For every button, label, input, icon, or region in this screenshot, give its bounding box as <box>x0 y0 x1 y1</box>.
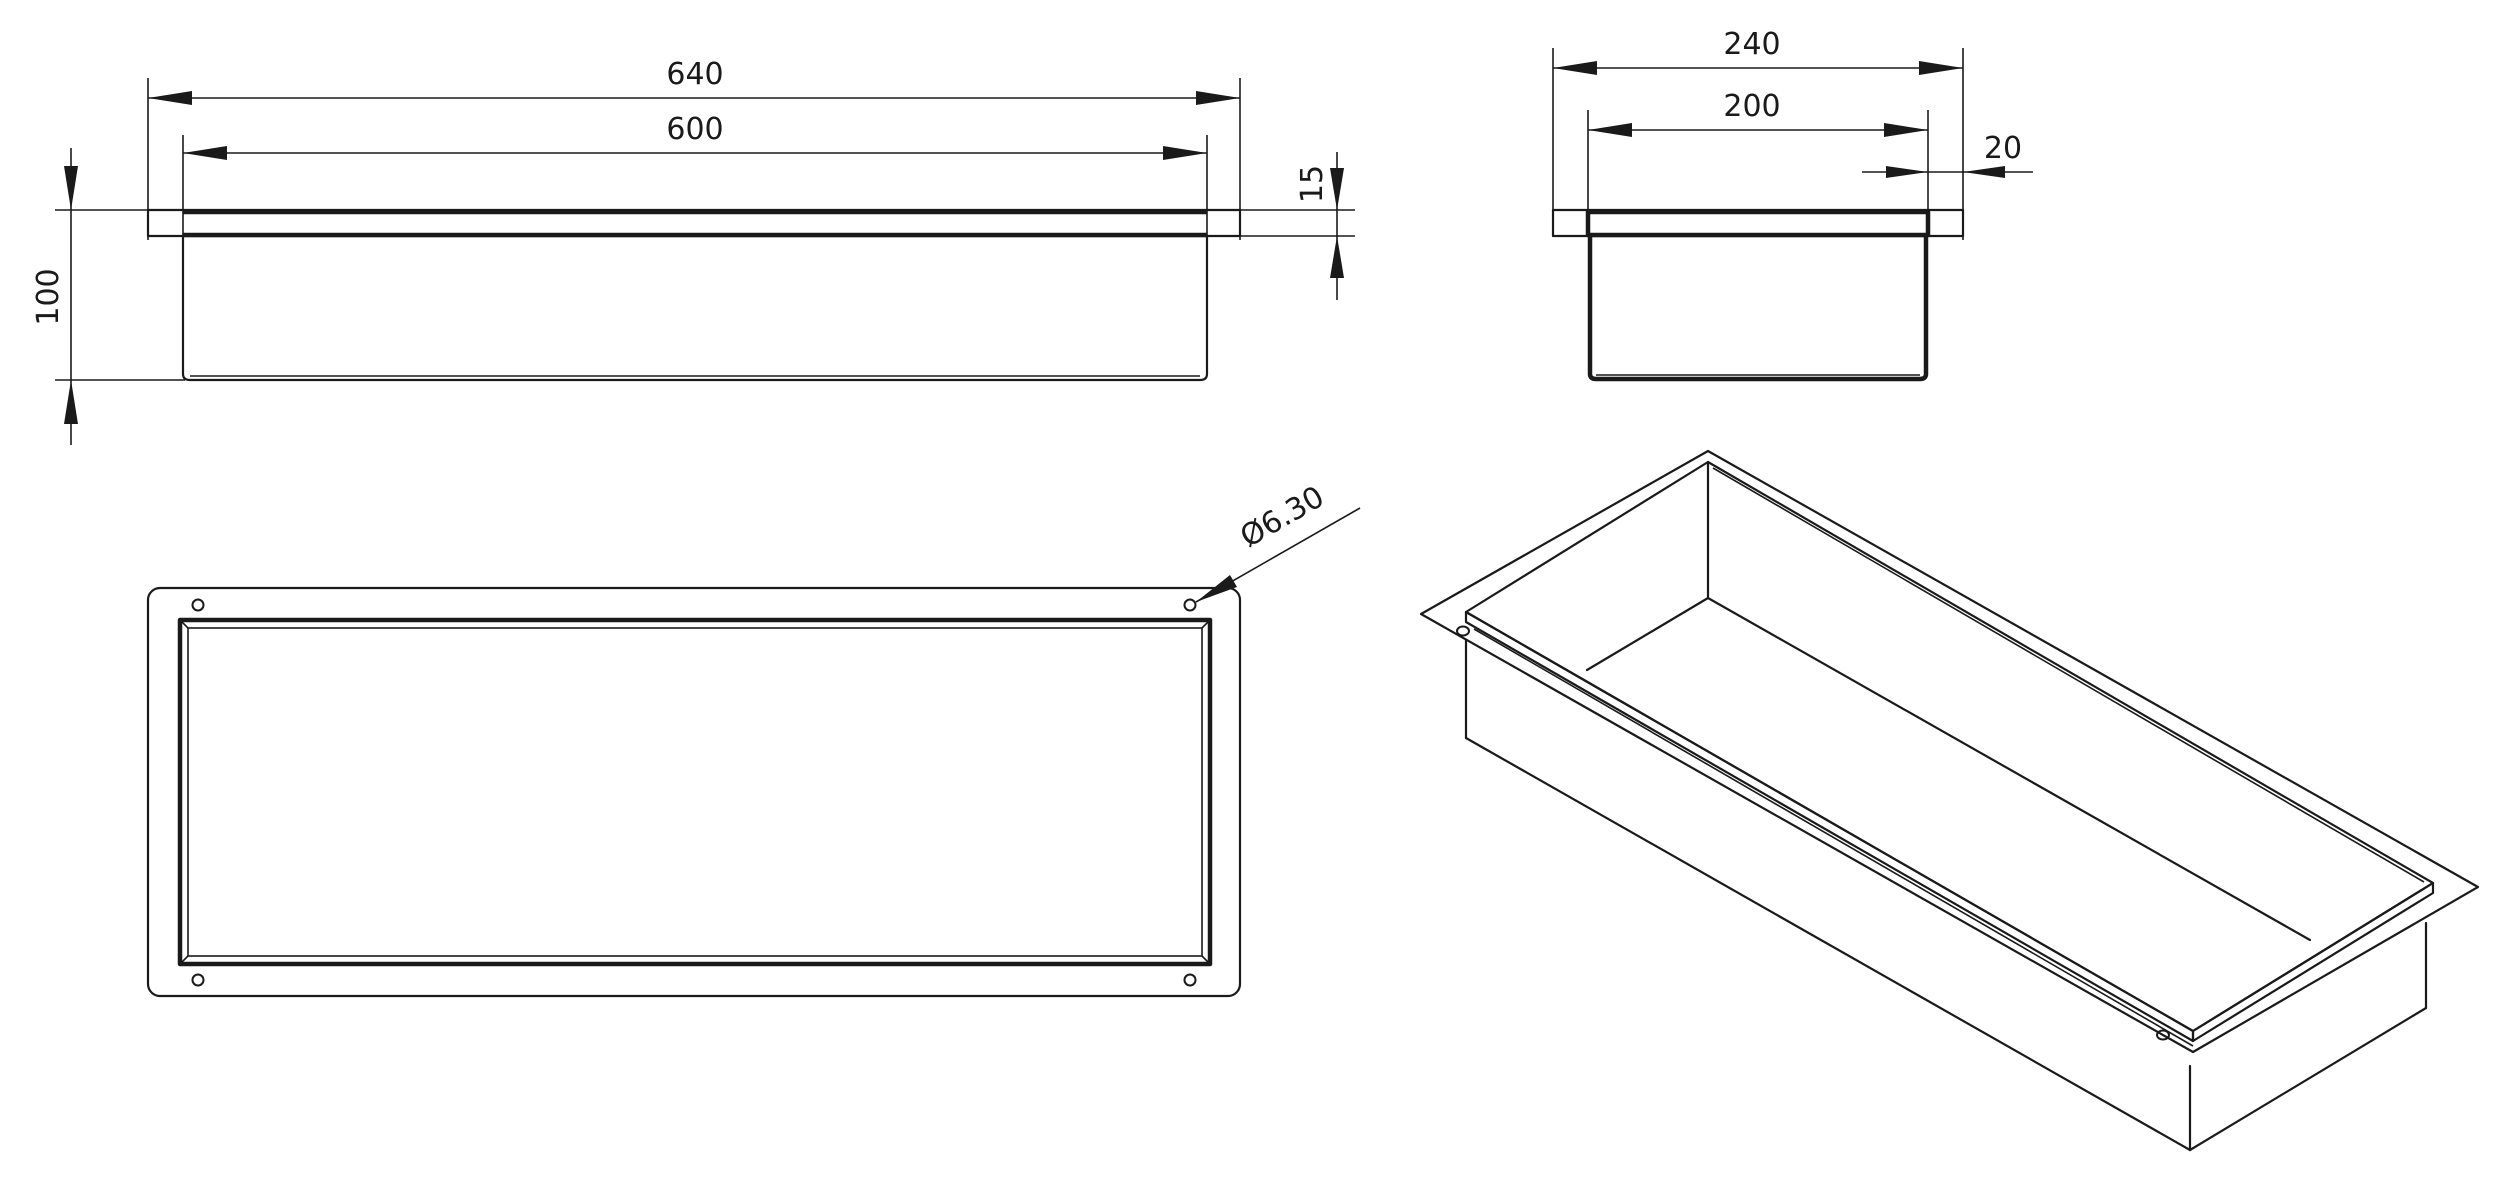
dimension-640-label: 640 <box>666 57 723 92</box>
front-view: 640 600 15 100 <box>31 57 1355 445</box>
dimension-15: 15 <box>1295 152 1344 300</box>
dimension-200-label: 200 <box>1723 89 1780 124</box>
mounting-hole <box>2156 1029 2170 1041</box>
dimension-hole-diameter-label: Ø6.30 <box>1235 479 1331 555</box>
mounting-hole <box>1456 625 1470 637</box>
isometric-view <box>1419 449 2480 1152</box>
mounting-hole <box>1183 598 1197 612</box>
dimension-640: 640 <box>148 57 1240 105</box>
dimension-240: 240 <box>1553 27 1963 75</box>
mounting-hole <box>191 973 205 987</box>
dimension-20: 20 <box>1862 131 2033 178</box>
side-view: 240 200 20 <box>1551 27 2033 382</box>
dimension-100: 100 <box>31 148 78 445</box>
dimension-240-label: 240 <box>1723 27 1780 62</box>
dimension-15-label: 15 <box>1295 165 1330 203</box>
dimension-100-label: 100 <box>31 268 66 325</box>
dimension-600-label: 600 <box>666 112 723 147</box>
mounting-hole <box>1183 973 1197 987</box>
top-view: Ø6.30 <box>146 479 1361 998</box>
dimension-20-label: 20 <box>1984 131 2022 166</box>
mounting-hole <box>191 598 205 612</box>
dimension-600: 600 <box>183 112 1207 160</box>
dimension-200: 200 <box>1588 89 1928 137</box>
dimension-hole-diameter: Ø6.30 <box>1195 479 1361 603</box>
